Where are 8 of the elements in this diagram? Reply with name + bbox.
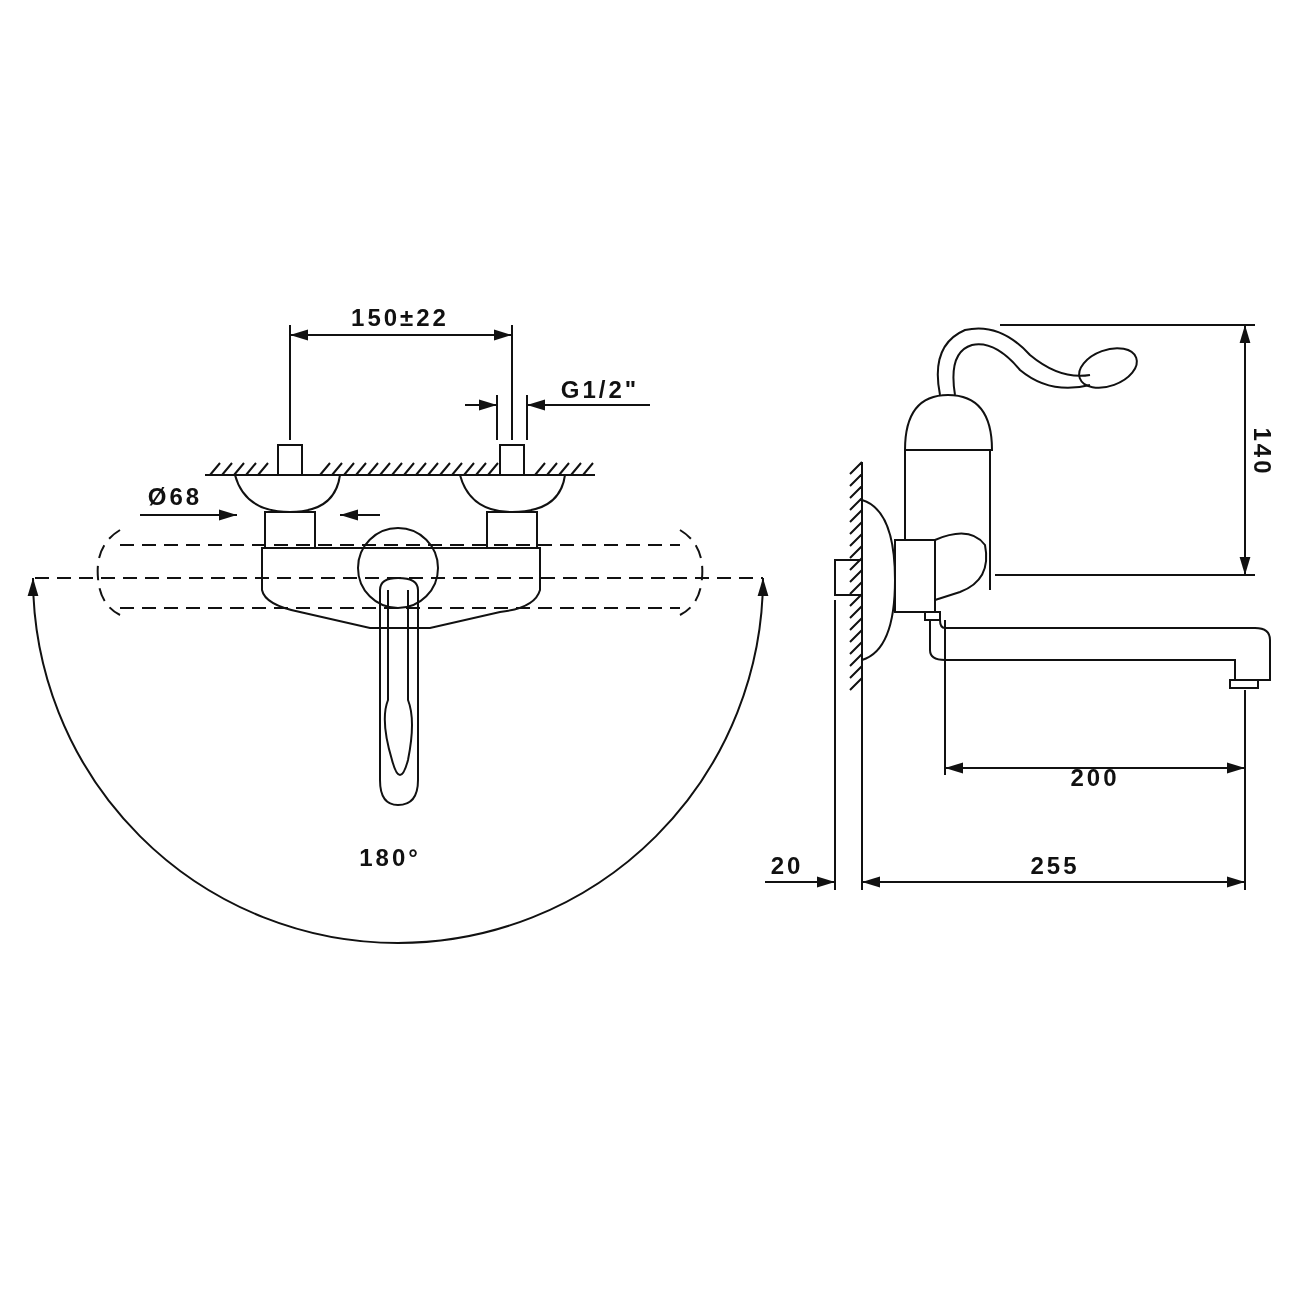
dimension-value: G1/2" — [560, 376, 640, 404]
dimension-value: 140 — [1248, 427, 1276, 477]
dimension-value: 20 — [770, 852, 804, 880]
dimension-value: 255 — [1030, 852, 1080, 880]
dimension-value: 200 — [1070, 764, 1120, 792]
dimension-value: 150±22 — [351, 304, 449, 332]
dimension-value: Ø68 — [147, 483, 203, 511]
dimension-value: 180° — [359, 844, 421, 872]
